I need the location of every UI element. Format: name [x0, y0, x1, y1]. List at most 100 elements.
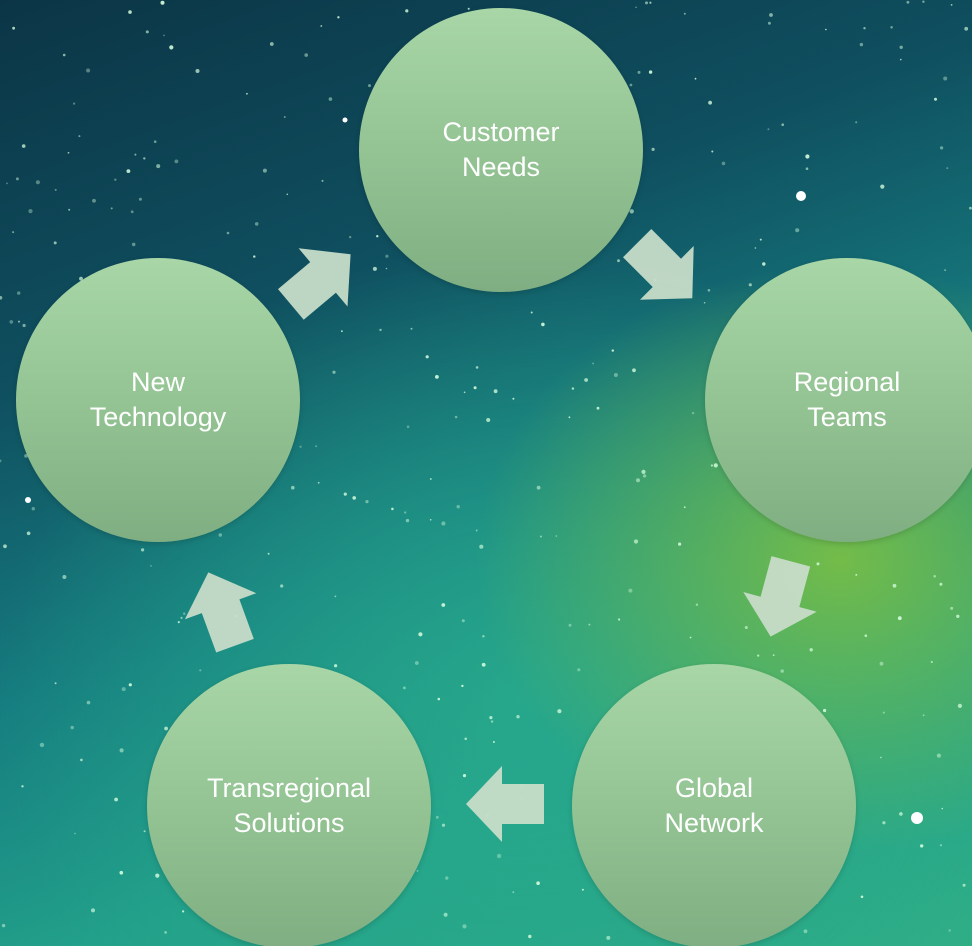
star-dot — [956, 614, 960, 618]
star-dot — [823, 708, 827, 713]
star-dot — [882, 821, 886, 825]
star-dot — [633, 539, 639, 544]
star-dot — [352, 496, 357, 500]
star-dot — [611, 349, 614, 352]
star-dot — [441, 823, 446, 827]
star-dot — [126, 169, 131, 174]
star-dot — [512, 891, 515, 894]
star-dot — [403, 686, 406, 690]
star-dot — [906, 0, 910, 4]
star-dot — [694, 77, 697, 80]
star-dot — [708, 100, 712, 105]
star-dot — [767, 21, 771, 25]
star-dot — [218, 533, 222, 537]
star-dot — [130, 210, 134, 214]
star-dot — [372, 266, 377, 271]
star-dot — [939, 844, 943, 847]
star-dot — [1, 923, 6, 928]
star-dot — [269, 42, 274, 46]
star-dot — [246, 92, 248, 95]
star-dot — [35, 180, 40, 185]
star-dot — [636, 478, 640, 483]
star-dot — [754, 247, 757, 249]
node-label-line: Technology — [89, 402, 227, 432]
star-dot — [707, 289, 711, 292]
node-regional-teams: Regional Teams — [705, 258, 972, 542]
star-dot — [613, 373, 618, 377]
star-dot — [68, 208, 71, 211]
star-dot — [119, 870, 124, 875]
star-dot — [606, 935, 611, 940]
cycle-arrows — [184, 229, 817, 842]
star-dot — [317, 481, 320, 484]
star-dot — [6, 182, 8, 185]
star-dot — [863, 27, 866, 30]
star-dot — [437, 697, 441, 701]
star-dot — [855, 573, 858, 576]
star-dot — [541, 322, 545, 327]
star-dot — [493, 389, 498, 394]
star-dot — [12, 231, 15, 234]
star-dot — [182, 910, 185, 913]
star-dot — [496, 853, 502, 859]
star-dot — [882, 711, 885, 714]
star-dot — [406, 425, 410, 429]
star-dot — [946, 167, 949, 170]
star-dot — [461, 684, 464, 688]
star-dot — [62, 575, 67, 579]
star-dot — [512, 397, 515, 400]
star-dot — [957, 703, 963, 709]
star-dot — [757, 654, 760, 657]
star-dot — [155, 873, 160, 878]
star-dot — [429, 478, 432, 480]
star-dot — [343, 492, 347, 496]
star-dot — [254, 222, 259, 226]
star-dot — [54, 188, 57, 191]
star-dot — [253, 255, 256, 258]
star-dot — [328, 97, 333, 101]
node-label-line: Needs — [461, 152, 541, 182]
star-dot — [922, 0, 925, 3]
star-dot — [163, 34, 165, 37]
star-dot — [462, 774, 467, 778]
star-dot — [304, 53, 309, 57]
star-dot — [0, 459, 2, 463]
star-dot — [286, 193, 289, 196]
star-dot — [131, 242, 136, 247]
star-dot — [629, 209, 634, 214]
star-dot — [334, 595, 337, 598]
star-dot — [121, 687, 126, 692]
star-dot — [530, 311, 533, 314]
star-dot — [571, 387, 575, 390]
node-global-network: Global Network — [572, 664, 856, 946]
star-dot — [368, 84, 371, 88]
star-dot — [91, 908, 95, 913]
star-dot — [80, 758, 83, 762]
node-customer-needs: Customer Needs — [359, 8, 643, 292]
star-dot — [577, 668, 581, 672]
arrow-global-network-to-transregional-solutions — [466, 766, 544, 842]
star-dot — [128, 683, 132, 687]
star-dot — [769, 13, 773, 17]
star-dot — [536, 881, 540, 885]
star-dot — [649, 1, 652, 4]
star-dot — [114, 797, 118, 802]
star-dot — [516, 715, 520, 719]
star-dot — [174, 159, 179, 164]
star-dot — [890, 26, 893, 29]
arrow-regional-teams-to-global-network — [743, 556, 817, 637]
star-dot — [473, 386, 477, 390]
star-dot — [320, 25, 323, 27]
star-dot — [441, 603, 446, 607]
star-dot — [489, 716, 493, 720]
star-dot — [539, 535, 542, 538]
star-dot — [748, 283, 752, 287]
star-dot — [143, 830, 146, 833]
star-dot — [17, 291, 21, 295]
star-dot — [337, 16, 340, 19]
star-dot — [557, 709, 562, 714]
node-new-technology: New Technology — [16, 258, 300, 542]
star-dot — [528, 934, 532, 939]
star-dot — [899, 812, 903, 816]
star-dot — [950, 4, 953, 6]
